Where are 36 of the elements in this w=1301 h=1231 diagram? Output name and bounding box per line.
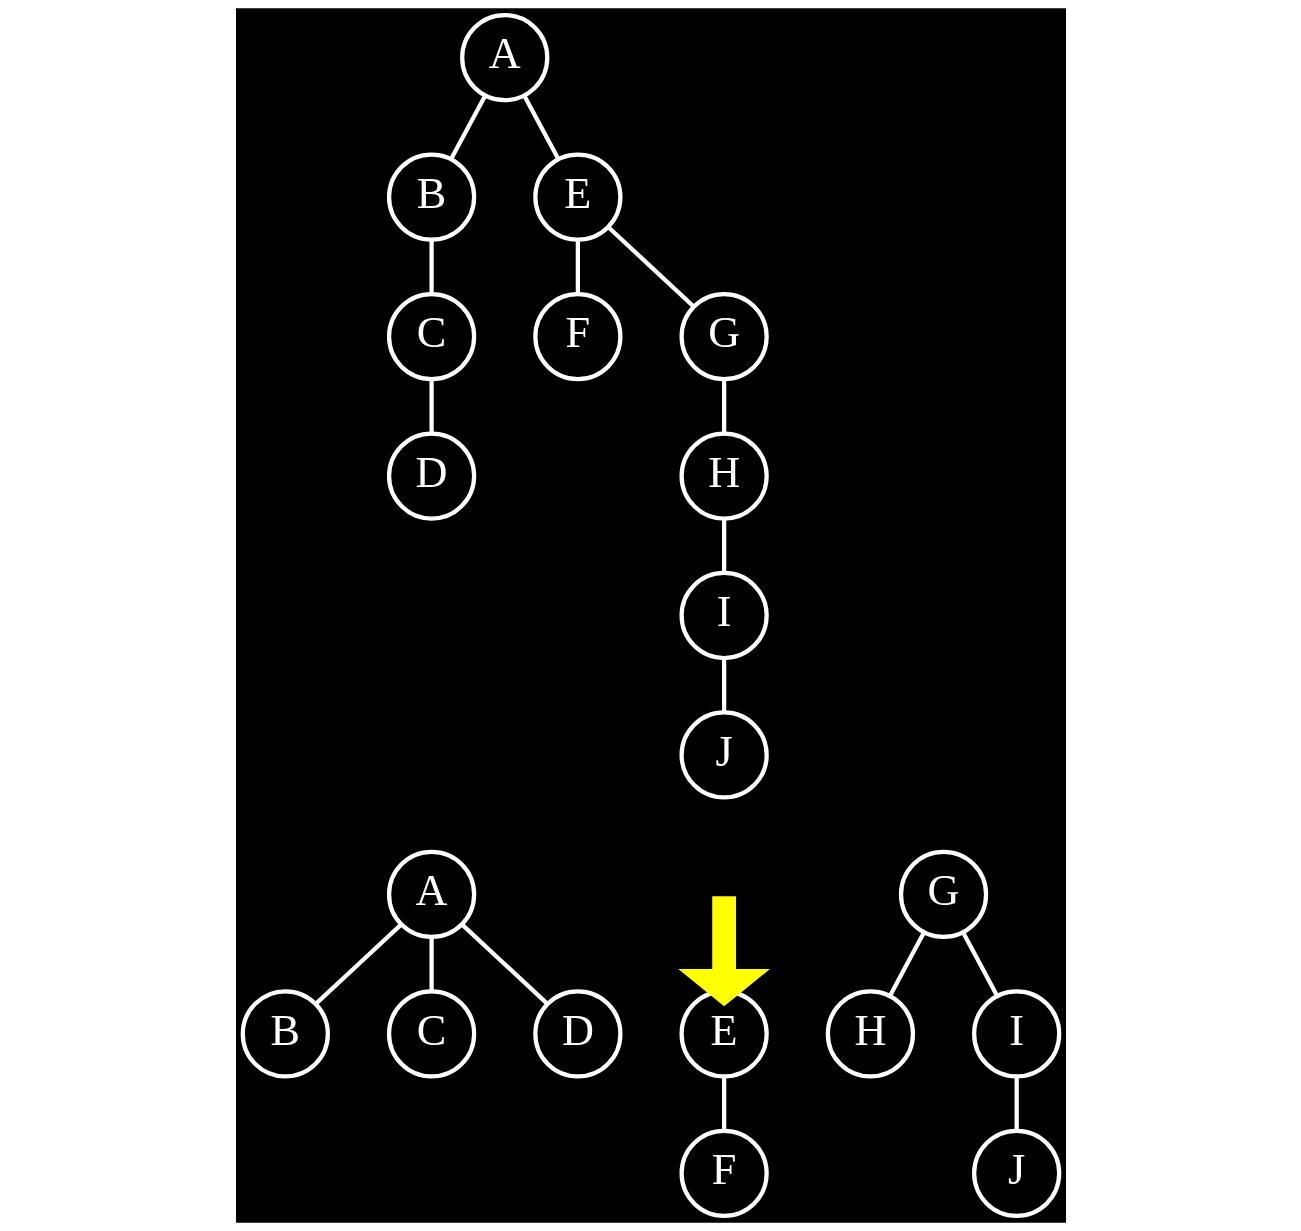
node-circle: J [971, 1128, 1061, 1218]
connector [606, 225, 695, 308]
connector [721, 658, 726, 712]
node-circle: A [459, 13, 549, 103]
node-circle: I [971, 989, 1061, 1079]
node-circle: C [386, 291, 476, 382]
node-circle: A [386, 849, 476, 940]
connector [428, 239, 434, 294]
node-circle: H [825, 989, 915, 1079]
node-circle: E [532, 152, 622, 242]
connector [314, 922, 403, 1006]
node-circle: J [679, 710, 769, 800]
node-circle: F [679, 1128, 769, 1218]
node-circle: H [679, 431, 769, 521]
connector [428, 379, 434, 434]
connector [428, 936, 434, 991]
node-circle: B [386, 152, 476, 242]
connector [1014, 1076, 1019, 1131]
node-circle: I [679, 570, 769, 661]
connector [887, 931, 926, 997]
connector [721, 518, 726, 573]
connector [721, 1076, 726, 1131]
connector [448, 94, 487, 160]
connector [721, 379, 726, 434]
node-circle: F [532, 291, 622, 382]
connector [575, 239, 580, 294]
connector [521, 94, 560, 160]
node-circle: G [679, 291, 769, 382]
node-circle: B [240, 989, 330, 1079]
node-circle: D [386, 431, 476, 521]
arrow [677, 896, 770, 1007]
node-circle: C [386, 989, 476, 1079]
connector [960, 931, 999, 997]
node-circle: G [898, 849, 988, 940]
node-circle: D [532, 989, 622, 1079]
connector [459, 922, 549, 1006]
